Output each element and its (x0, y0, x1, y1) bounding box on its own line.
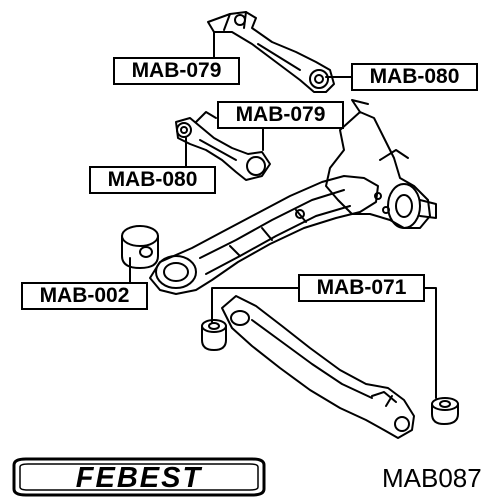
brand-wordmark: FEBEST (76, 462, 203, 494)
callout-label: MAB-080 (89, 166, 216, 194)
callout-leaders (129, 31, 437, 399)
knuckle-hub (325, 99, 437, 229)
bushing-mab-002 (121, 225, 159, 269)
toe-control-link (175, 111, 271, 181)
callout-label: MAB-080 (351, 63, 478, 91)
callout-label: MAB-071 (298, 274, 425, 302)
callout-label: MAB-079 (217, 101, 344, 129)
part-number: MAB087 (382, 463, 482, 493)
febest-logo: FEBEST (12, 457, 266, 497)
bushing-left-lower (201, 319, 227, 351)
callout-label: MAB-002 (21, 282, 148, 310)
bushing-right-lower (431, 397, 459, 425)
callout-label: MAB-079 (113, 57, 240, 85)
trailing-arm (149, 175, 379, 295)
lower-lateral-arm (221, 295, 415, 439)
